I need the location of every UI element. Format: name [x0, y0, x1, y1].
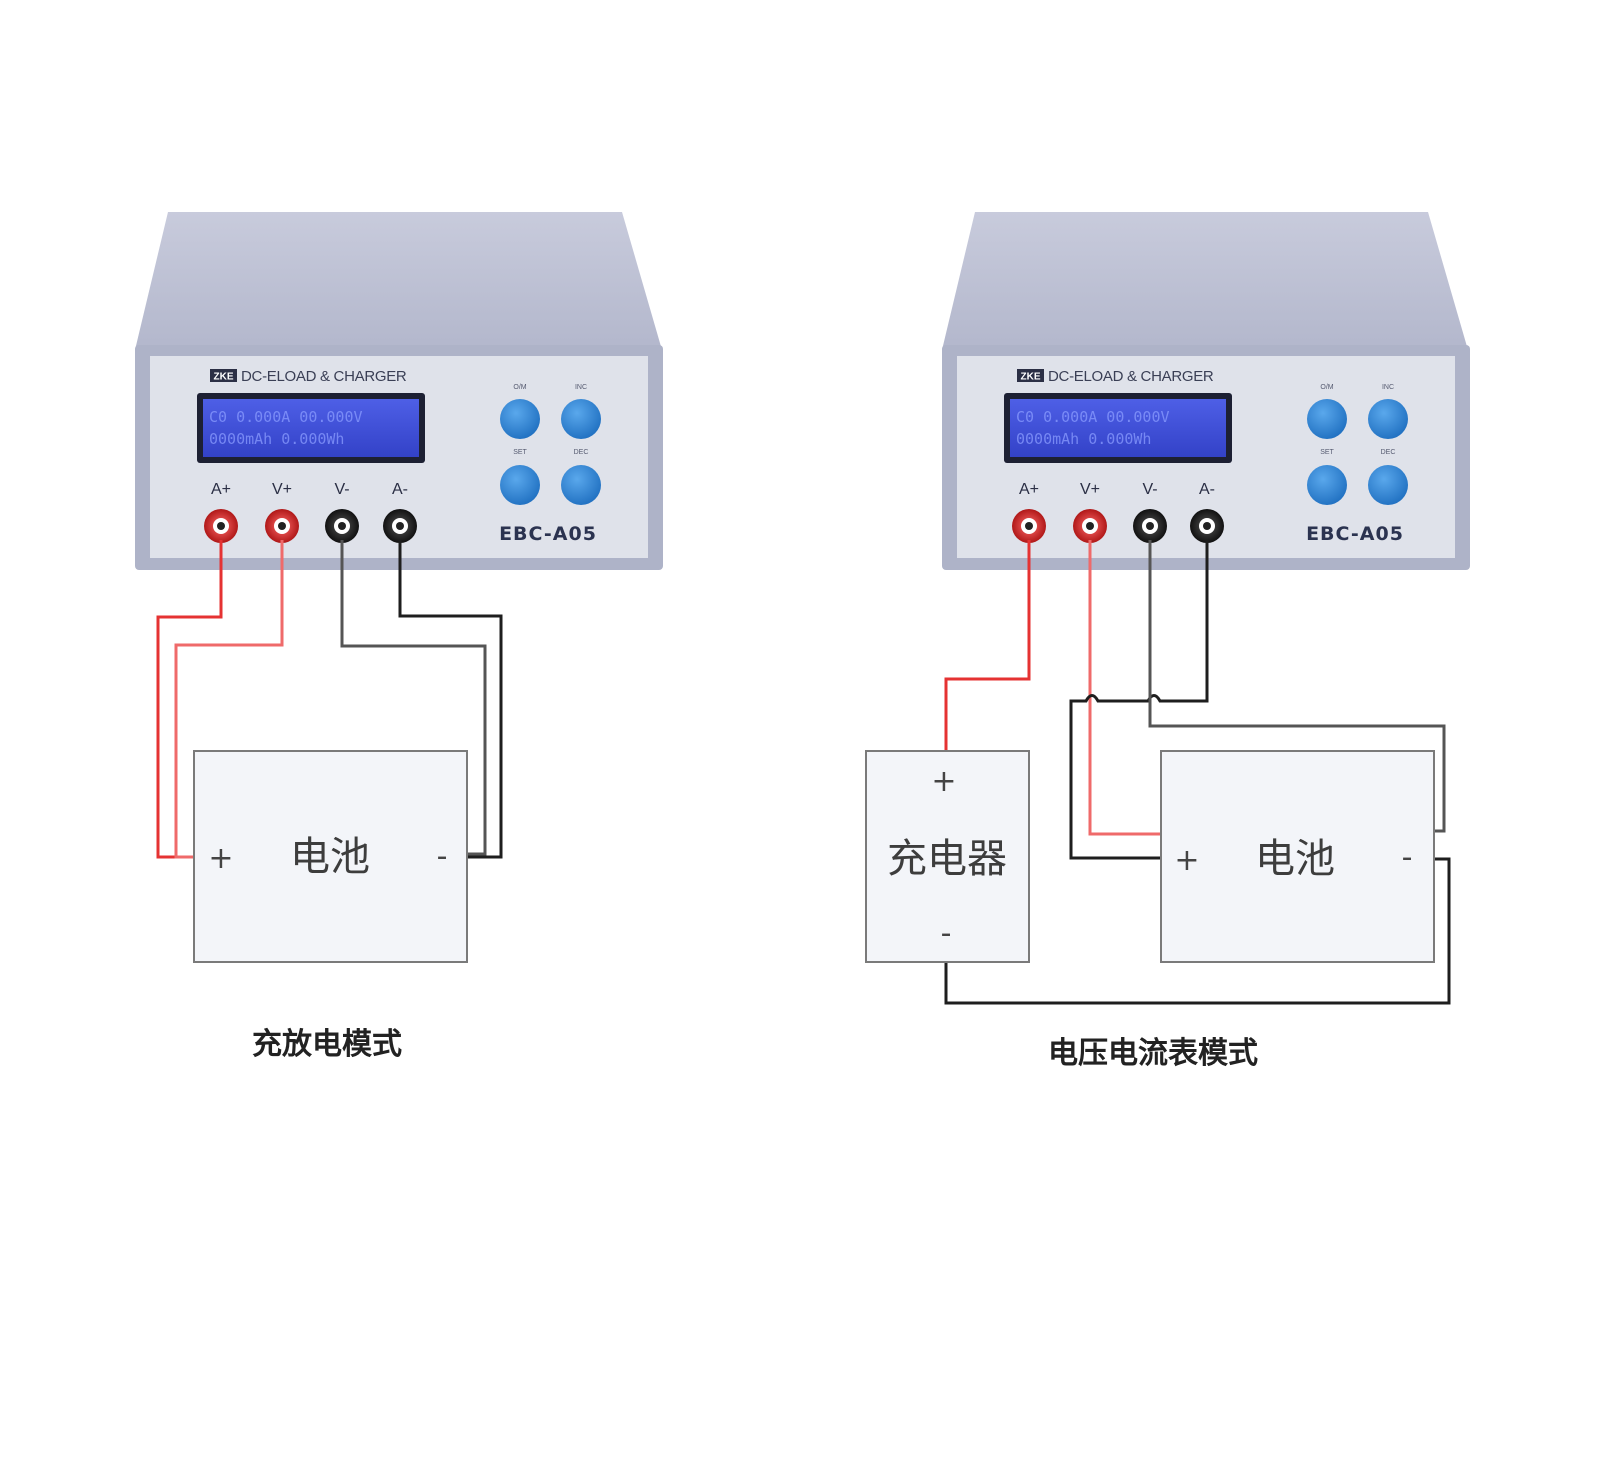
- wiring-right: [944, 540, 1451, 1005]
- wire-v-minus: [340, 540, 487, 856]
- charger-label: 充电器: [887, 836, 1007, 882]
- terminal-v-plus: [1073, 509, 1107, 543]
- terminal-a-minus: [383, 509, 417, 543]
- charger-right: + 充电器 -: [865, 750, 1030, 963]
- button-set[interactable]: [1307, 465, 1347, 505]
- button-label-dec: DEC: [1381, 449, 1396, 456]
- terminal-label-v-minus: V-: [334, 481, 349, 498]
- lcd-screen: [203, 399, 419, 457]
- battery-left: + 电池 -: [193, 750, 468, 963]
- model-label: EBC-A05: [1306, 523, 1404, 545]
- lcd-line-2: 0000mAh 0.000Wh: [1016, 430, 1151, 448]
- wire-charger-minus: [944, 857, 1451, 1005]
- brand-text: DC-ELOAD & CHARGER: [241, 368, 407, 385]
- caption-left: 充放电模式: [252, 1027, 402, 1062]
- button-label-om: O/M: [1320, 384, 1333, 391]
- battery-right: + 电池 -: [1160, 750, 1435, 963]
- battery-minus-sign: -: [1402, 840, 1413, 875]
- caption-right: 电压电流表模式: [1048, 1036, 1258, 1071]
- terminal-v-minus: [1133, 509, 1167, 543]
- wire-v-plus: [1088, 540, 1161, 836]
- brand-logo-box: [1017, 369, 1044, 382]
- device-right: ZKE DC-ELOAD & CHARGER C0 0.000A 00.000V…: [942, 212, 1470, 570]
- terminal-label-a-minus: A-: [392, 481, 408, 498]
- battery-plus-sign: +: [1174, 843, 1199, 878]
- button-label-inc: INC: [1382, 384, 1394, 391]
- button-om[interactable]: [500, 399, 540, 439]
- terminal-a-plus: [1012, 509, 1046, 543]
- button-label-om: O/M: [513, 384, 526, 391]
- button-om[interactable]: [1307, 399, 1347, 439]
- button-inc[interactable]: [1368, 399, 1408, 439]
- wire-a-minus: [1069, 540, 1209, 860]
- button-dec[interactable]: [561, 465, 601, 505]
- button-set[interactable]: [500, 465, 540, 505]
- device-left: ZKE DC-ELOAD & CHARGER C0 0.000A 00.000V…: [135, 212, 663, 570]
- battery-box: [193, 750, 468, 963]
- button-label-set: SET: [513, 449, 527, 456]
- model-label: EBC-A05: [499, 523, 597, 545]
- terminal-a-plus: [204, 509, 238, 543]
- device-case-top: [135, 212, 662, 350]
- charger-minus-sign: -: [941, 916, 952, 951]
- wire-a-minus: [398, 540, 503, 859]
- battery-label: 电池: [1255, 836, 1335, 882]
- wire-a-plus: [156, 540, 223, 859]
- charger-plus-sign: +: [931, 764, 956, 799]
- wire-v-minus: [1148, 540, 1446, 833]
- battery-minus-sign: -: [437, 839, 448, 874]
- terminal-label-a-plus: A+: [211, 481, 231, 498]
- battery-plus-sign: +: [208, 841, 233, 876]
- battery-label: 电池: [290, 834, 370, 880]
- terminal-label-a-plus: A+: [1019, 481, 1039, 498]
- wiring-left: [156, 540, 503, 859]
- brand-logo: ZKE: [214, 372, 234, 383]
- lcd-line-2: 0000mAh 0.000Wh: [209, 430, 344, 448]
- battery-box: [1160, 750, 1435, 963]
- wire-v-plus: [174, 540, 284, 859]
- brand-logo: ZKE: [1021, 372, 1041, 383]
- lcd-line-1: C0 0.000A 00.000V: [1016, 408, 1170, 426]
- terminal-label-v-plus: V+: [1080, 481, 1100, 498]
- button-label-dec: DEC: [574, 449, 589, 456]
- terminal-label-v-minus: V-: [1142, 481, 1157, 498]
- wire-a-plus: [944, 540, 1031, 751]
- device-case-top: [942, 212, 1468, 350]
- brand-text: DC-ELOAD & CHARGER: [1048, 368, 1214, 385]
- charger-box: [865, 750, 1030, 963]
- terminal-a-minus: [1190, 509, 1224, 543]
- lcd-screen: [1010, 399, 1226, 457]
- brand-logo-box: [210, 369, 237, 382]
- button-dec[interactable]: [1368, 465, 1408, 505]
- terminal-label-v-plus: V+: [272, 481, 292, 498]
- button-label-set: SET: [1320, 449, 1334, 456]
- terminal-label-a-minus: A-: [1199, 481, 1215, 498]
- lcd-line-1: C0 0.000A 00.000V: [209, 408, 363, 426]
- button-inc[interactable]: [561, 399, 601, 439]
- terminal-v-minus: [325, 509, 359, 543]
- terminal-v-plus: [265, 509, 299, 543]
- button-label-inc: INC: [575, 384, 587, 391]
